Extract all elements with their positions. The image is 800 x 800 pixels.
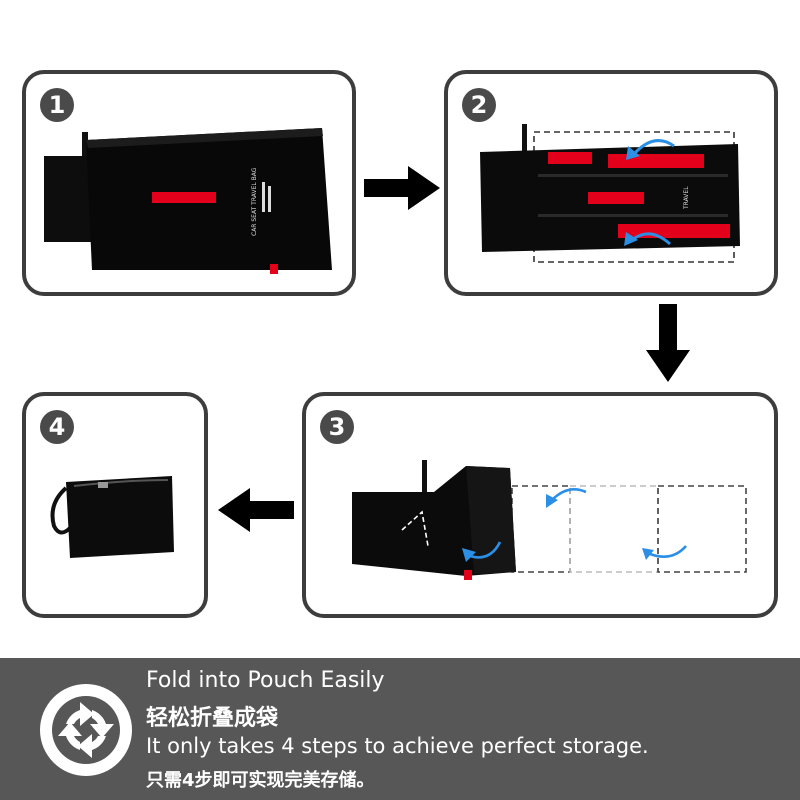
fold-arrow-icon: [551, 488, 587, 501]
footer-title-en: Fold into Pouch Easily: [146, 668, 385, 693]
fold-guide-outline: [511, 485, 571, 573]
footer-title-zh: 轻松折叠成袋: [146, 706, 279, 731]
arrow-down-icon: [646, 304, 690, 382]
pouch-illustration: [50, 476, 174, 558]
pouch-body: [66, 476, 174, 558]
red-strap: [548, 152, 592, 164]
step-4-panel: 4: [22, 392, 208, 618]
footer-banner: Fold into Pouch Easily 轻松折叠成袋 It only ta…: [0, 658, 800, 800]
fold-arrow-icon: [632, 139, 675, 156]
fold-guide-outline: [569, 485, 659, 573]
step-number-badge: 1: [40, 88, 74, 122]
step-number-badge: 4: [40, 410, 74, 444]
footer-subtitle-zh: 只需4步即可实现完美存储。: [146, 770, 375, 791]
rolling-fold-illustration: [352, 460, 747, 580]
red-strap: [588, 192, 644, 204]
fold-guide-outline: [657, 485, 747, 573]
red-tag: [270, 264, 278, 274]
step-number-badge: 2: [462, 88, 496, 122]
recycle-loop-icon: [40, 684, 132, 776]
bag-print-text: TRAVEL: [683, 186, 690, 210]
step-1-panel: 1 CAR SEAT TRAVEL BAG: [22, 70, 356, 296]
step-number-badge: 3: [320, 410, 354, 444]
bag-print-text: CAR SEAT TRAVEL BAG: [251, 167, 258, 236]
red-handle: [152, 192, 216, 203]
red-strap: [618, 224, 730, 238]
bag-side-flap: [44, 156, 94, 242]
arrow-left-icon: [218, 488, 294, 532]
footer-subtitle-en: It only takes 4 steps to achieve perfect…: [146, 734, 649, 758]
step-2-panel: 2 TRAVEL: [444, 70, 778, 296]
fold-arrow-icon: [649, 545, 687, 558]
zipper-pull: [98, 482, 108, 488]
fold-arrow-icon: [631, 232, 672, 246]
zipper: [73, 479, 169, 487]
pouch-wrist-strap: [50, 486, 72, 535]
fold-arrow-icon: [469, 541, 502, 559]
arrow-right-icon: [364, 166, 440, 210]
red-strap: [608, 154, 704, 168]
bag-loop: [82, 132, 88, 156]
straps-folding-illustration: TRAVEL: [480, 124, 740, 263]
step-3-panel: 3: [302, 392, 778, 618]
bag-unfolded-illustration: CAR SEAT TRAVEL BAG: [44, 128, 332, 274]
